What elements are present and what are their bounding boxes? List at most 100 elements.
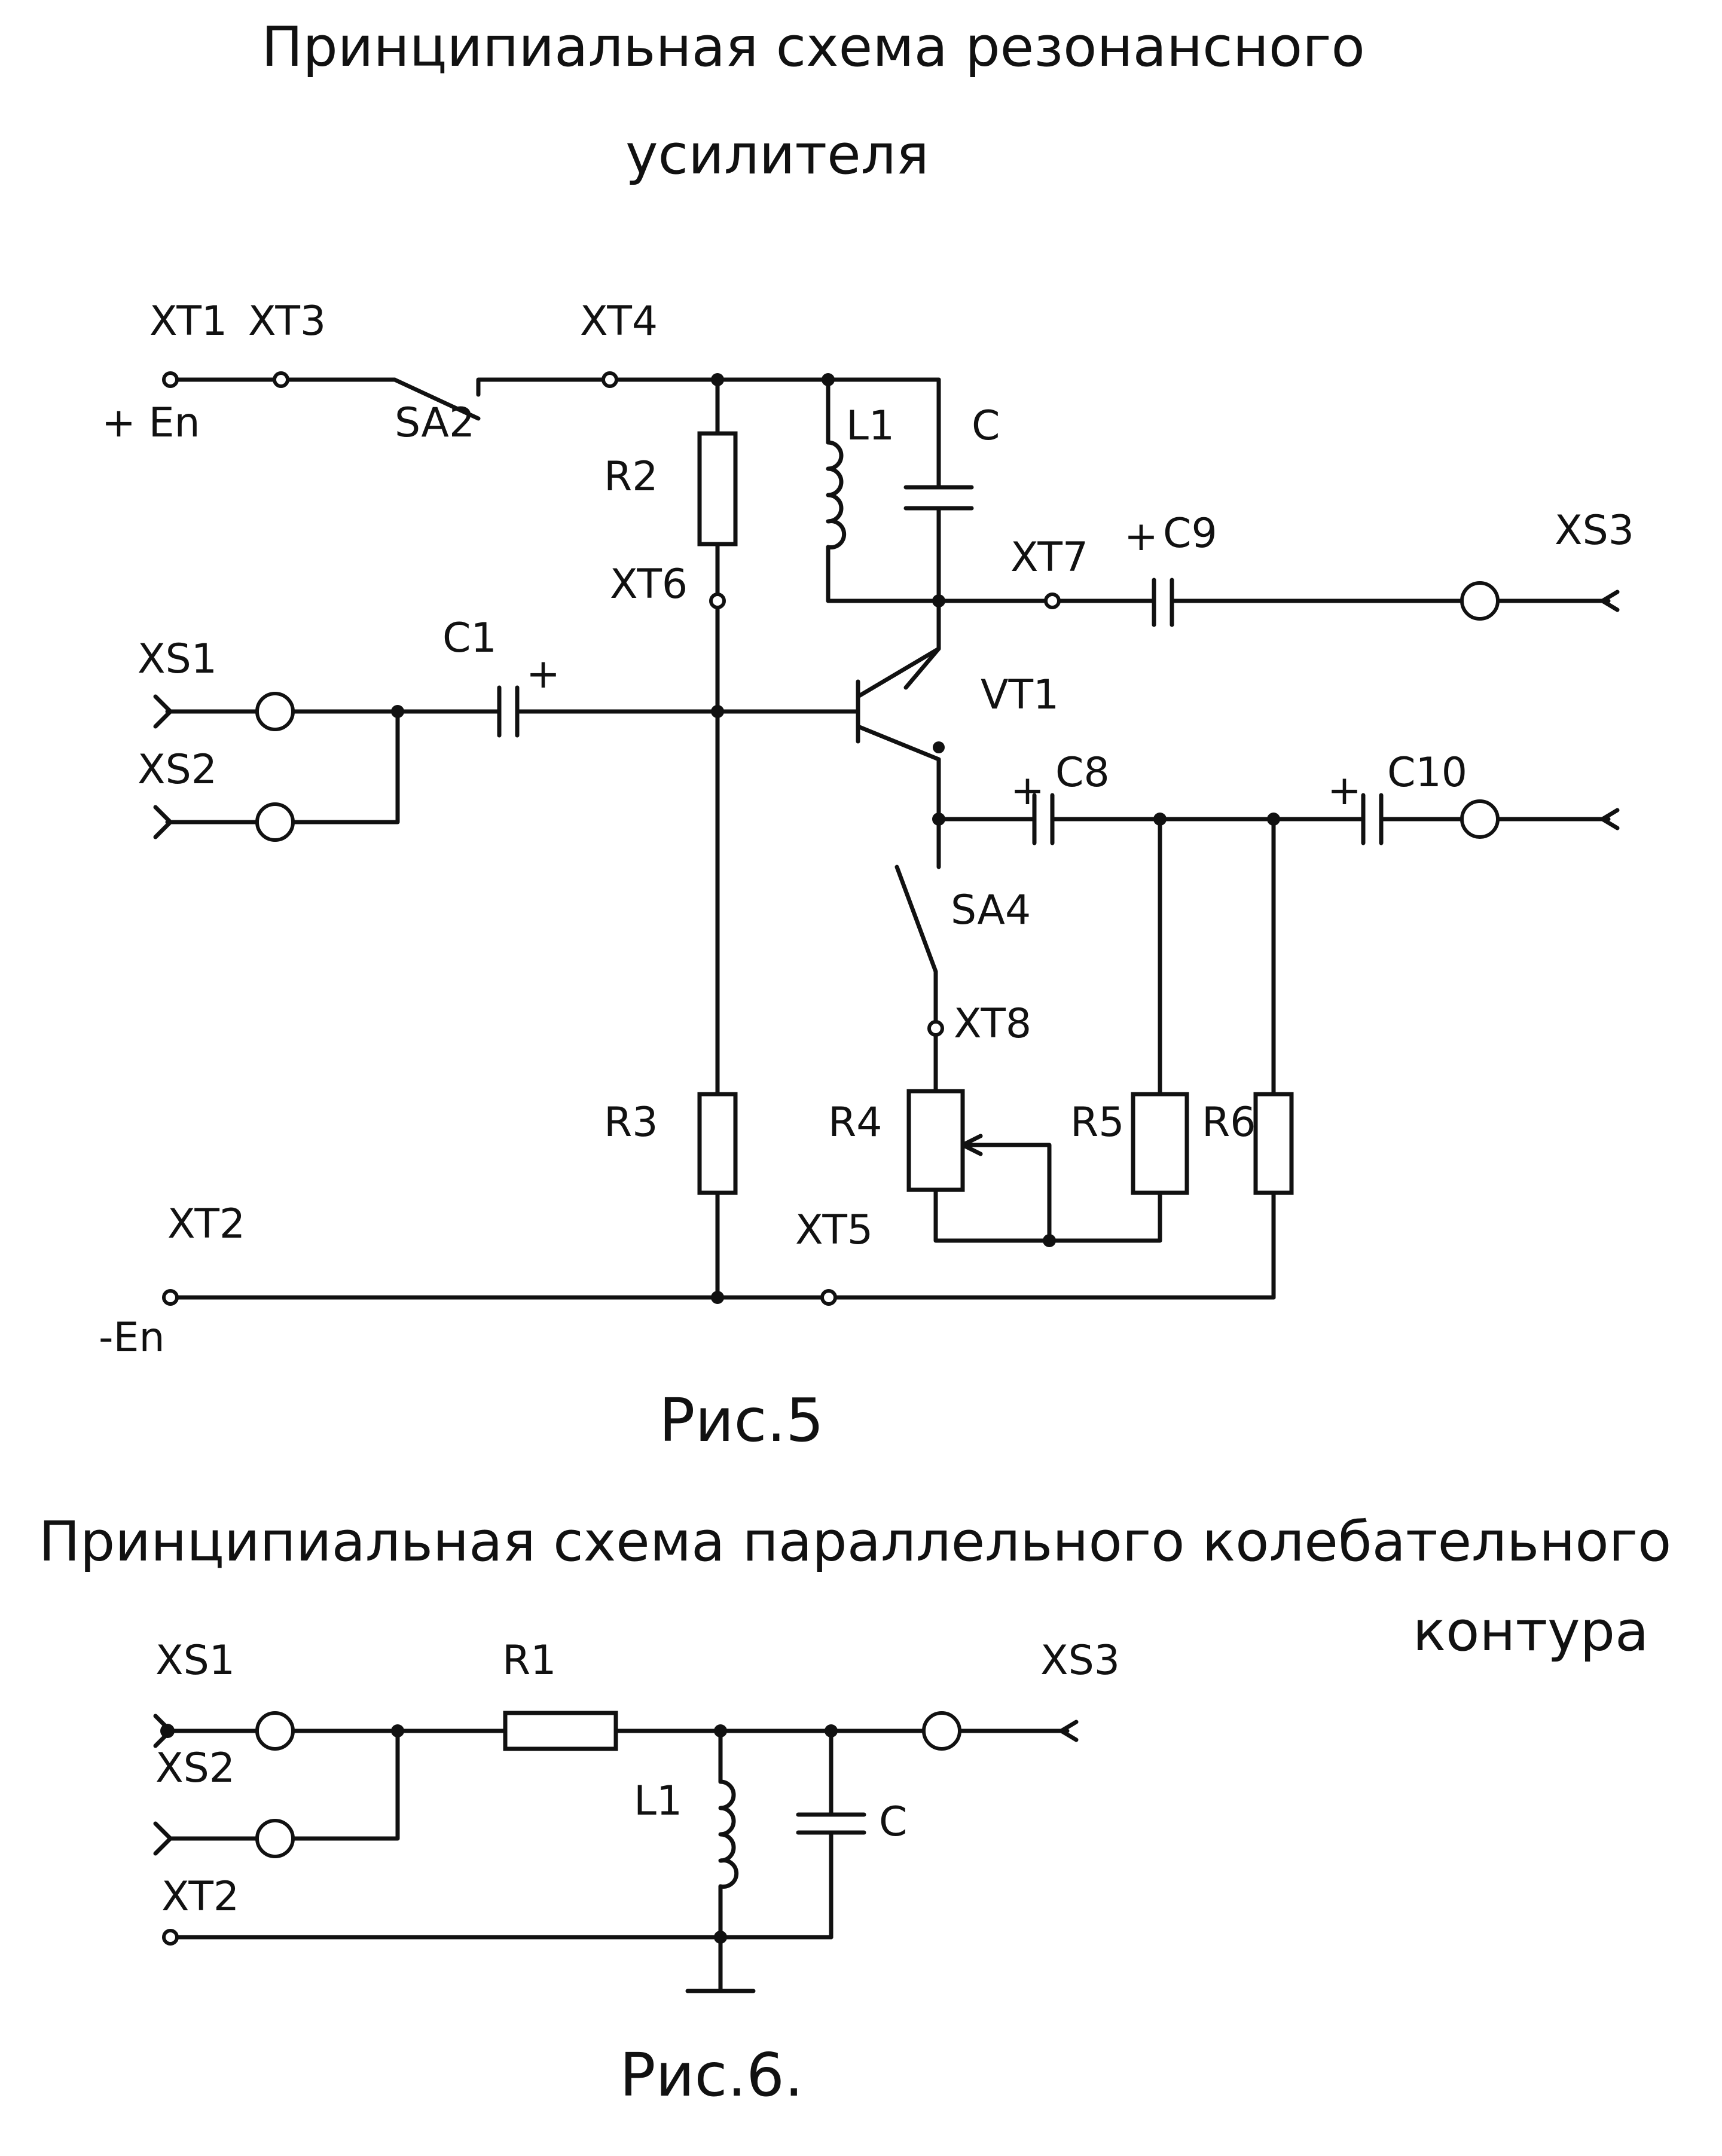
fig5-title-line1: Принципиальная схема резонансного	[261, 15, 1365, 79]
fig6-title-line1: Принципиальная схема параллельного колеб…	[39, 1510, 1672, 1574]
xs3-socket	[1460, 581, 1500, 621]
label-l1: L1	[846, 402, 894, 450]
fig6-label-xt2: XT2	[161, 1873, 239, 1920]
label-xt5: XT5	[795, 1207, 873, 1254]
label-xt6: XT6	[610, 561, 688, 608]
label-c: C	[972, 402, 1000, 450]
label-xt4: XT4	[580, 298, 658, 345]
fig6-l1-branch	[685, 1729, 756, 1993]
fig6-l1-coil	[718, 1779, 739, 1889]
c8-plates	[1032, 793, 1055, 845]
node	[391, 1724, 404, 1737]
fig6-xs2-jack	[153, 1821, 173, 1856]
sa2-switch	[392, 377, 941, 421]
xt6-terminal	[709, 593, 726, 609]
label-c9: C9	[1163, 510, 1217, 557]
fig6-r1-resistor	[503, 1711, 618, 1751]
fig6-xs2-wire	[168, 1729, 400, 1841]
node	[932, 813, 945, 826]
fig6-title-line2: контура	[1413, 1599, 1649, 1663]
fig5-titles: Принципиальная схема резонансного усилит…	[261, 15, 1365, 187]
node	[711, 1291, 724, 1304]
node	[1043, 1234, 1056, 1247]
xs1-jack	[153, 694, 173, 729]
input-wires	[165, 709, 400, 824]
fig5-caption: Рис.5	[659, 1385, 824, 1455]
fig5-labels: XT1 XT3 XT4 + En SA2 R2 L1 C XT6 XT7 + C…	[99, 298, 1634, 1361]
emitter-wire	[936, 817, 1611, 869]
node	[714, 1724, 727, 1737]
label-xs1: XS1	[138, 636, 217, 683]
xs3-jack	[1600, 590, 1620, 612]
fig6-c-branch	[796, 1729, 866, 1940]
label-xs3: XS3	[1555, 507, 1634, 554]
fig6-label-xs3: XS3	[1040, 1637, 1120, 1684]
vt1-transistor	[856, 646, 941, 822]
l1-coil	[826, 440, 847, 549]
xt4-terminal	[602, 371, 618, 388]
fig6-xs2-socket	[255, 1819, 295, 1858]
fig6-label-xs2: XS2	[155, 1745, 235, 1792]
fig6-label-c: C	[879, 1798, 907, 1846]
label-r4: R4	[828, 1099, 883, 1146]
fig6-label-xs1: XS1	[155, 1637, 235, 1684]
c-plates	[903, 485, 974, 511]
label-sa4: SA4	[951, 887, 1031, 934]
xt7-terminal	[1044, 593, 1061, 609]
fig6-label-l1: L1	[634, 1778, 682, 1825]
fig6-components	[160, 1711, 961, 1946]
fig5-components	[255, 431, 1500, 1195]
label-c10: C10	[1387, 749, 1467, 796]
xs4-jack	[1600, 808, 1620, 830]
node	[825, 1724, 838, 1737]
c9-plates	[1152, 578, 1174, 627]
fig6-caption: Рис.6.	[619, 2040, 803, 2110]
xt8-terminal	[927, 1020, 944, 1037]
node	[1267, 813, 1280, 826]
r2-resistor	[697, 431, 738, 546]
fig6-xt2-terminal	[162, 1929, 179, 1946]
xt1-terminal	[162, 371, 179, 388]
fig6-xs3-jack	[1059, 1720, 1079, 1742]
r4-wiper	[933, 1143, 1162, 1243]
r5-resistor	[1131, 1092, 1189, 1195]
label-c1: C1	[442, 615, 497, 662]
r3-resistor	[697, 1092, 738, 1195]
node	[711, 373, 724, 386]
c1-plates	[497, 685, 520, 738]
node	[391, 705, 404, 718]
xs2-socket	[255, 802, 295, 842]
label-r5: R5	[1070, 1099, 1125, 1146]
xt3-terminal	[273, 371, 289, 388]
r4-arrow	[960, 1134, 983, 1156]
node	[1153, 813, 1167, 826]
node	[933, 741, 945, 753]
label-xs2: XS2	[138, 746, 217, 793]
node	[822, 373, 835, 386]
node	[711, 705, 724, 718]
r4-resistor	[906, 1089, 965, 1192]
fig6-titles: Принципиальная схема параллельного колеб…	[39, 1510, 1672, 1663]
label-r2: R2	[604, 453, 658, 500]
label-r3: R3	[604, 1099, 658, 1146]
fig5-nodes	[162, 371, 1280, 1306]
label-xt7: XT7	[1010, 534, 1088, 581]
xt2-terminal	[162, 1289, 179, 1306]
node	[160, 1724, 175, 1738]
label-plus-c8: +	[1010, 767, 1045, 814]
label-vt1: VT1	[981, 671, 1059, 719]
node	[932, 594, 945, 607]
label-pos-supply: + En	[102, 399, 200, 447]
node	[714, 1931, 727, 1944]
xt5-terminal	[820, 1289, 837, 1306]
r6-resistor	[1253, 1092, 1294, 1195]
sa4-switch	[894, 865, 938, 1094]
base-wire	[395, 598, 860, 1300]
xs4-socket	[1460, 799, 1500, 839]
l1-branch	[826, 377, 941, 603]
xs2-jack	[153, 805, 173, 839]
fig5-wires	[153, 377, 1620, 1300]
fig6-xs3-socket	[922, 1711, 961, 1751]
xs1-socket	[255, 692, 295, 731]
